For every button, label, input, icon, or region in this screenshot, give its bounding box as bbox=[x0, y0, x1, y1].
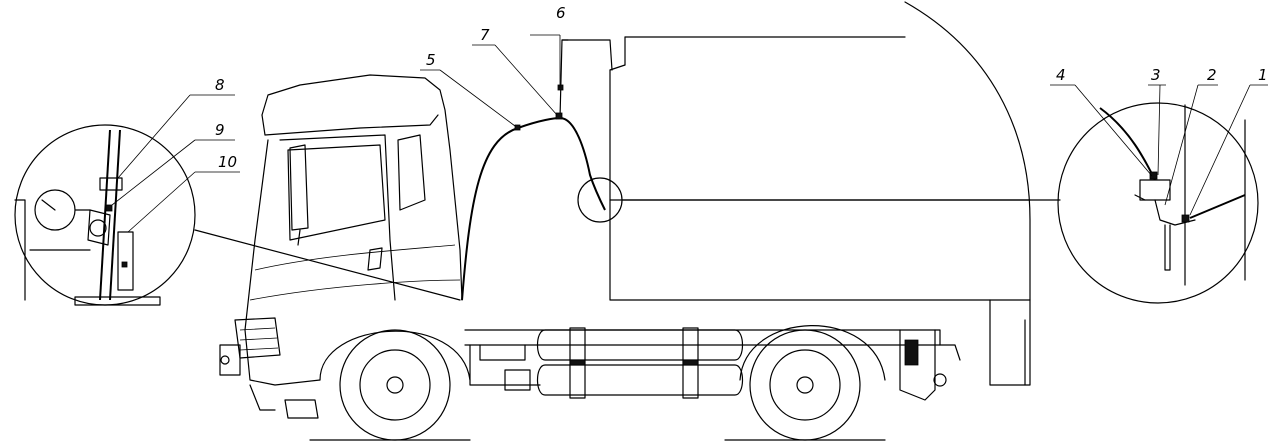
callout-10: 10 bbox=[218, 153, 237, 171]
cargo-tank-body bbox=[609, 1, 1031, 386]
rear-wheel bbox=[739, 325, 886, 441]
front-wheel bbox=[319, 329, 471, 441]
callout-labels: 1 2 3 4 5 6 7 8 9 10 bbox=[215, 4, 1268, 171]
detail-view-right bbox=[1057, 102, 1259, 304]
callout-6: 6 bbox=[556, 4, 566, 22]
gas-cylinders bbox=[504, 327, 744, 399]
callout-1: 1 bbox=[1258, 66, 1268, 84]
truck-cab bbox=[219, 74, 463, 419]
callout-9: 9 bbox=[215, 121, 225, 139]
callout-2: 2 bbox=[1207, 66, 1217, 84]
callout-3: 3 bbox=[1151, 66, 1161, 84]
callout-7: 7 bbox=[480, 26, 490, 44]
callout-8: 8 bbox=[215, 76, 225, 94]
callout-5: 5 bbox=[426, 51, 436, 69]
callout-leaders bbox=[111, 34, 1268, 233]
callout-4: 4 bbox=[1056, 66, 1066, 84]
gas-pipeline bbox=[461, 39, 613, 301]
